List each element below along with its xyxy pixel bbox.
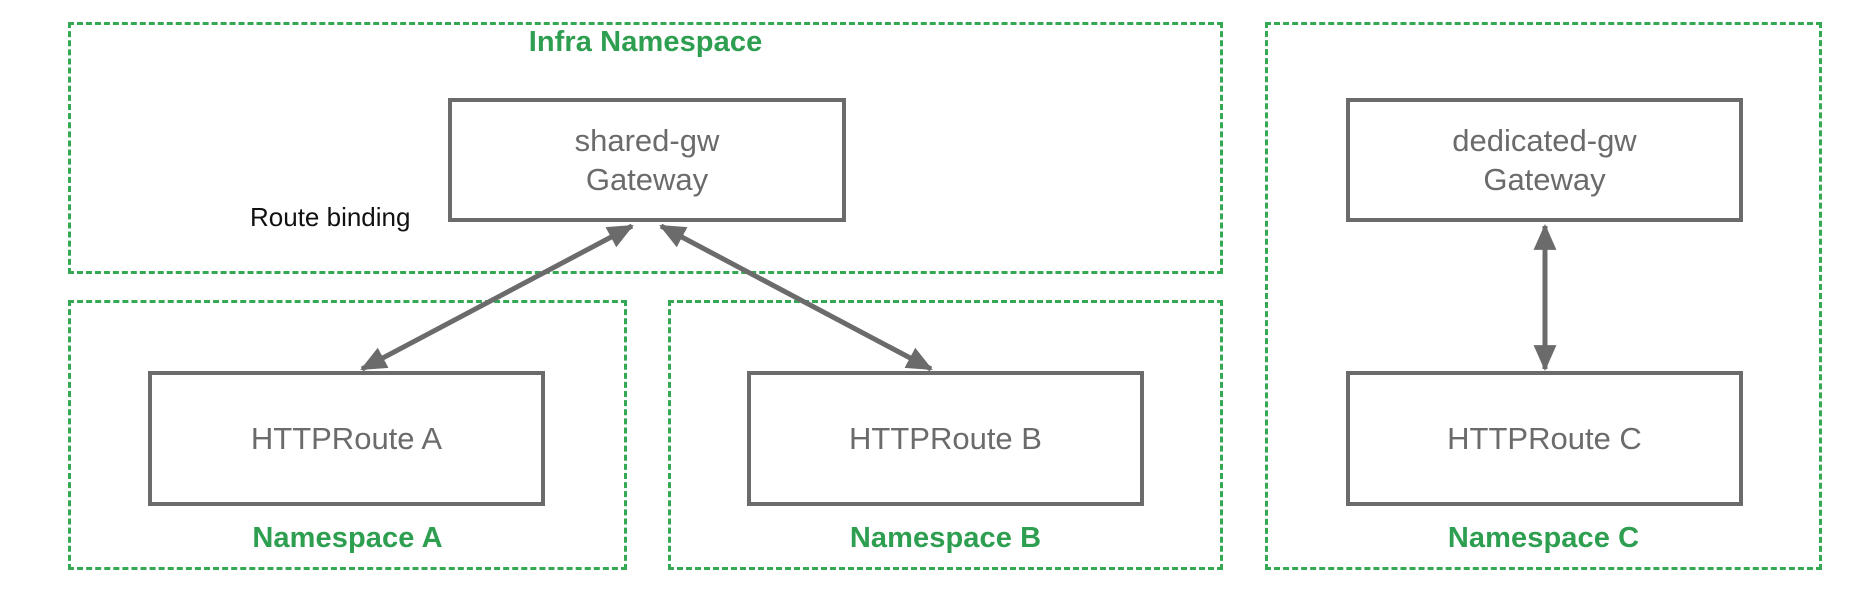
namespace-label-c: Namespace C bbox=[1447, 522, 1640, 554]
namespace-region-b bbox=[668, 300, 1223, 570]
namespace-region-c bbox=[1265, 22, 1822, 570]
namespace-label-a: Namespace A bbox=[252, 522, 443, 554]
resource-name-shared-gw: shared-gw bbox=[574, 122, 720, 158]
namespace-region-infra bbox=[68, 22, 1223, 274]
resource-box-route-a[interactable]: HTTPRoute A bbox=[148, 371, 545, 506]
resource-box-route-b[interactable]: HTTPRoute B bbox=[747, 371, 1144, 506]
resource-kind-shared-gw: Gateway bbox=[585, 162, 709, 197]
resource-box-dedicated-gw[interactable]: dedicated-gw Gateway bbox=[1346, 98, 1743, 222]
namespace-label-infra: Infra Namespace bbox=[528, 26, 763, 58]
resource-kind-dedicated-gw: Gateway bbox=[1483, 162, 1606, 197]
resource-box-shared-gw[interactable]: shared-gw Gateway bbox=[448, 98, 846, 222]
resource-box-route-c[interactable]: HTTPRoute C bbox=[1346, 371, 1743, 506]
edge-label-route-binding: Route binding bbox=[250, 202, 411, 232]
resource-name-route-c: HTTPRoute C bbox=[1447, 420, 1642, 456]
resource-name-route-a: HTTPRoute A bbox=[250, 420, 443, 456]
namespace-label-b: Namespace B bbox=[849, 522, 1042, 554]
namespace-region-a bbox=[68, 300, 627, 570]
resource-name-route-b: HTTPRoute B bbox=[849, 420, 1042, 456]
resource-name-dedicated-gw: dedicated-gw bbox=[1452, 122, 1637, 158]
